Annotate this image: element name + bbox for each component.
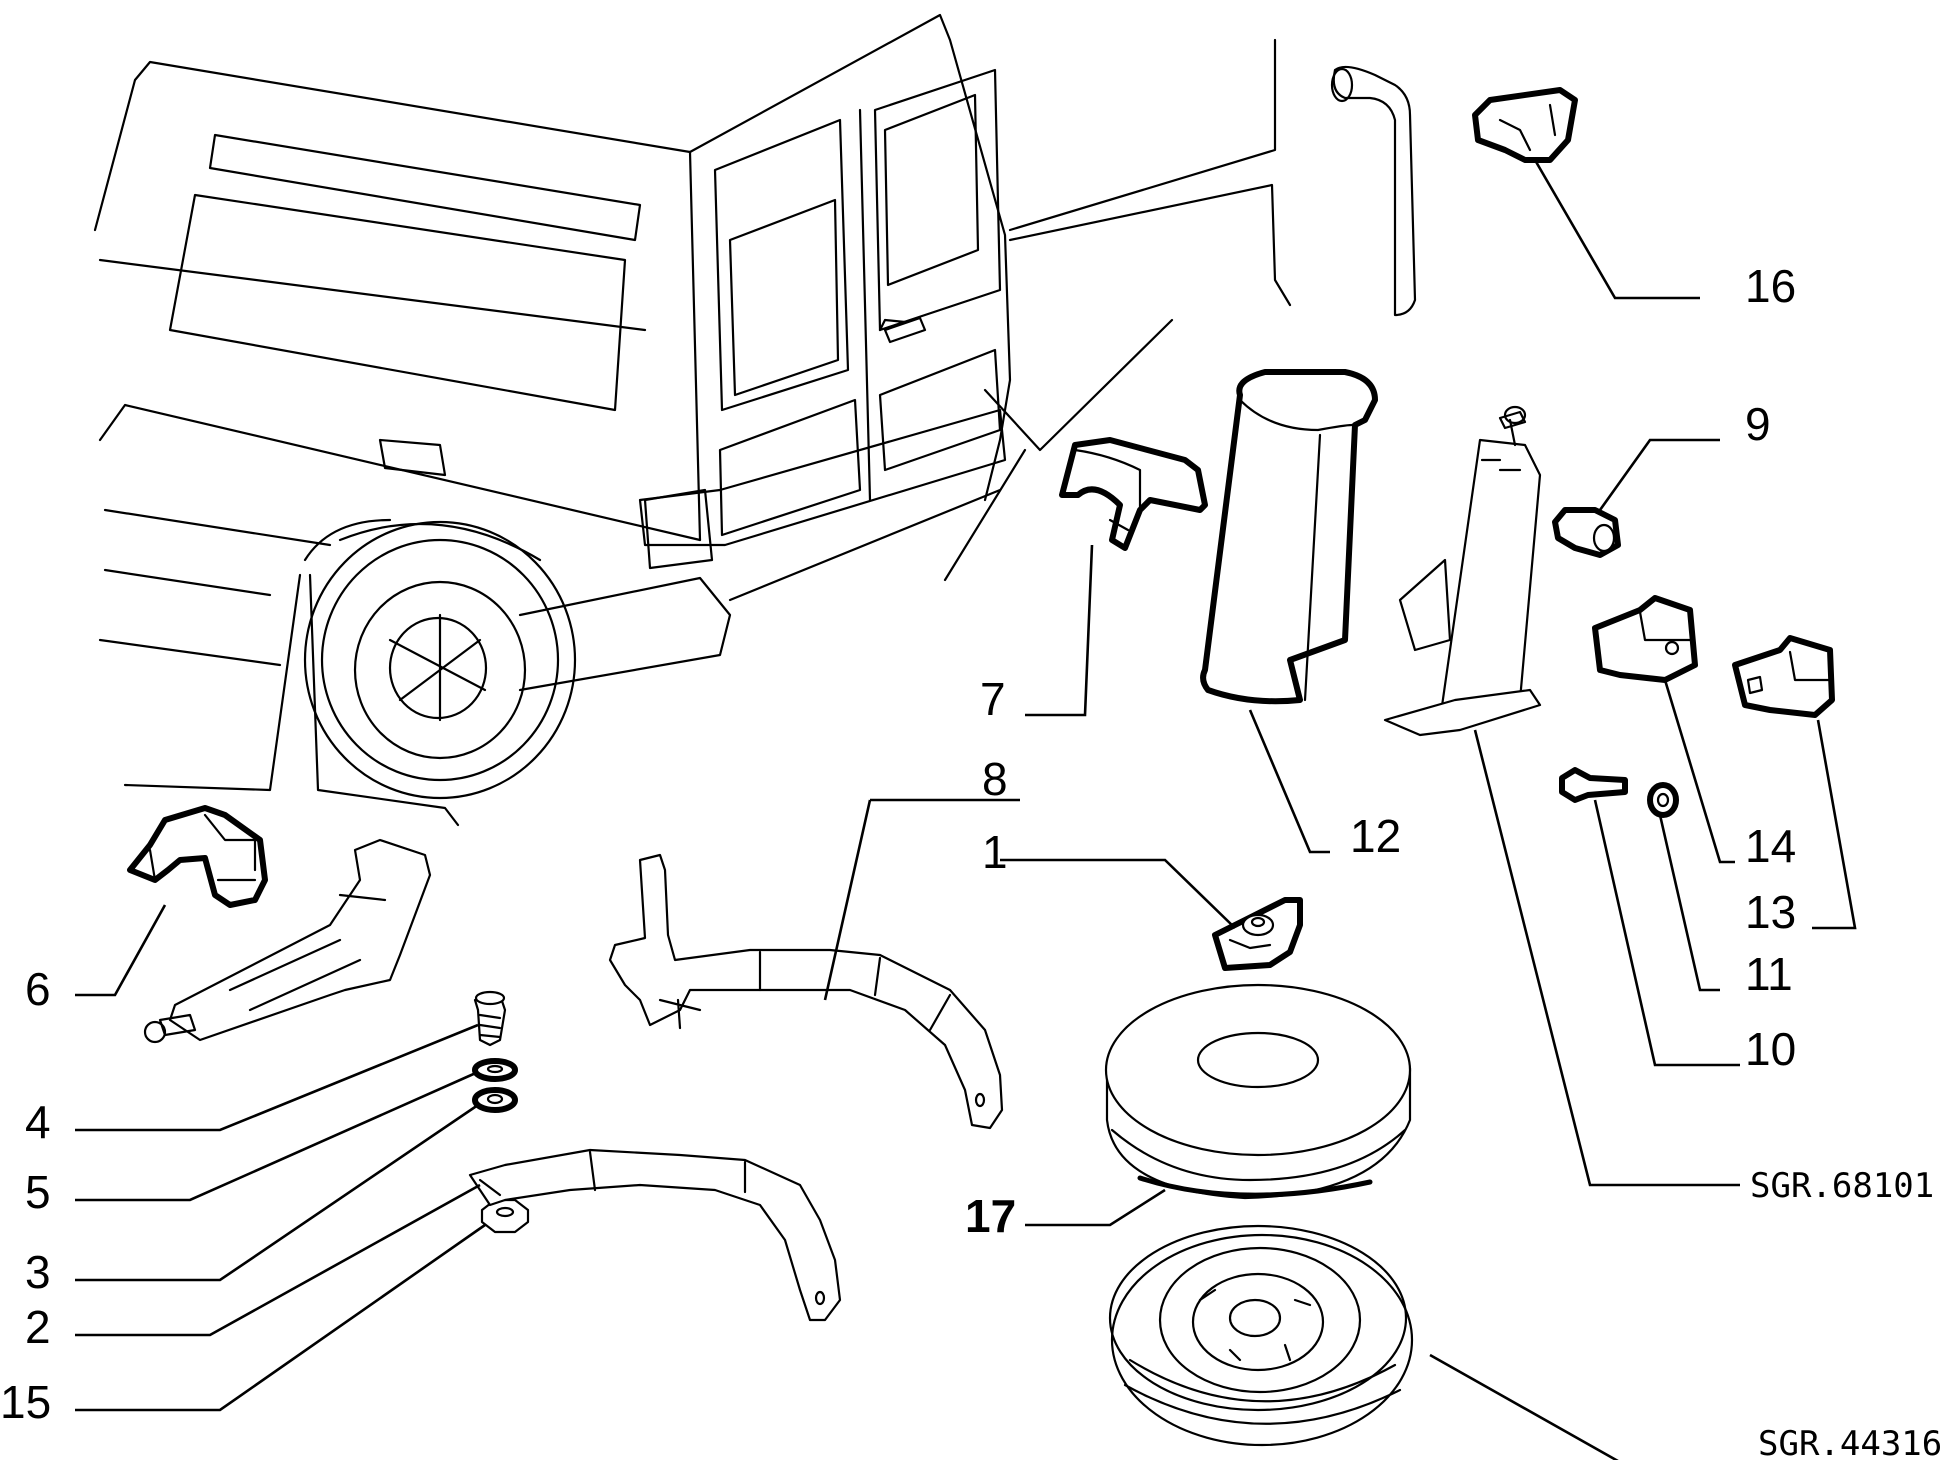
callout-3: 3 [25,1246,51,1298]
callout-6: 6 [25,963,51,1015]
part-14-bracket [1592,595,1698,683]
part-2-strap [468,1148,842,1322]
callout-11: 11 [1745,948,1793,1000]
callout-2: 2 [25,1301,51,1353]
guide-line-upper [1008,38,1292,307]
part-12-cover [1200,369,1378,705]
callout-17: 17 [965,1190,1016,1242]
callout-14: 14 [1745,820,1796,872]
part-6-bracket [127,805,268,908]
part-3-washer [472,1087,518,1113]
leader-lines [75,159,1857,1460]
callout-7: 7 [980,673,1006,725]
reference-code-top: SGR.68101 [1750,1166,1934,1206]
part-17-wheel-disc [1104,983,1412,1200]
callout-9: 9 [1745,398,1771,450]
part-4-bolt [473,990,507,1047]
part-7-clamp [1059,437,1208,551]
jack-scissor [143,838,432,1044]
callout-4: 4 [25,1096,51,1148]
spare-tyre [1108,1224,1414,1447]
part-9-knob [1552,507,1621,558]
callout-labels: 16 9 7 12 14 13 11 10 8 1 17 6 4 5 3 2 1… [0,260,1942,1460]
part-8-arm [608,853,1004,1130]
callout-8: 8 [982,753,1008,805]
callout-1: 1 [982,826,1008,878]
part-16-cap [1472,87,1578,163]
callout-12: 12 [1350,810,1401,862]
guide-line-middle [943,318,1174,582]
part-10-bolt [1559,767,1628,803]
part-13-bracket [1732,635,1835,718]
part-11-washer [1647,782,1679,818]
callout-10: 10 [1745,1023,1796,1075]
callout-16: 16 [1745,260,1796,312]
part-1-bracket [1212,897,1303,971]
part-5-washer [472,1058,518,1082]
jack-upright [1383,405,1542,737]
van-illustration [93,13,1012,800]
callout-5: 5 [25,1166,51,1218]
callout-15: 15 [0,1376,51,1428]
guide-line-lower [123,573,460,827]
jack-handle-tube [1330,65,1417,317]
callout-13: 13 [1745,886,1796,938]
reference-code-bottom: SGR.44316 [1758,1424,1942,1460]
